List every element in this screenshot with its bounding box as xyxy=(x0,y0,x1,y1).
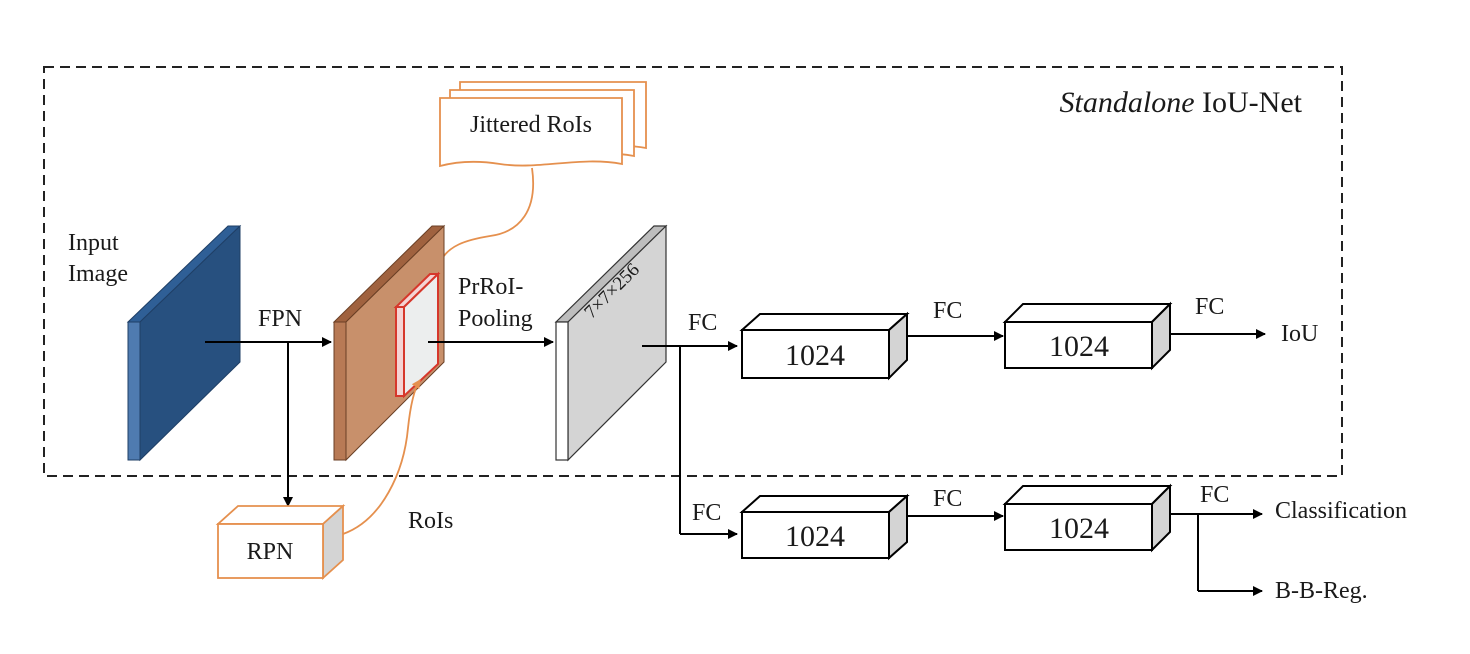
cls-fc-block-1 xyxy=(739,493,910,561)
jittered-rois-stack xyxy=(439,81,647,168)
rpn-box xyxy=(215,503,346,581)
standalone-boundary xyxy=(43,66,1343,477)
fc-label-6: FC xyxy=(1200,482,1229,508)
input-image-label-2: Image xyxy=(68,261,128,287)
classification-output-label: Classification xyxy=(1275,498,1407,524)
prroi-label-2: Pooling xyxy=(458,306,533,332)
rpn-label: RPN xyxy=(247,539,294,565)
fc-label-4: FC xyxy=(692,500,721,526)
fc-label-1: FC xyxy=(688,310,717,336)
input-image-label: Input xyxy=(68,230,119,256)
fc-label-2: FC xyxy=(933,298,962,324)
jittered-rois-label: Jittered RoIs xyxy=(470,112,592,138)
cls-fc-block-2 xyxy=(1002,483,1173,553)
boundary-title: Standalone IoU-Net xyxy=(1060,86,1303,119)
pooled-feature-slab xyxy=(554,224,668,462)
roi-box xyxy=(393,271,441,399)
iou-fc-block-2 xyxy=(1002,301,1173,371)
cls-block-1-label: 1024 xyxy=(785,520,845,553)
prroi-label-1: PrRoI- xyxy=(458,274,523,300)
iou-fc-block-1 xyxy=(739,311,910,381)
fc-label-3: FC xyxy=(1195,294,1224,320)
rois-connector xyxy=(342,379,421,535)
iou-block-1-label: 1024 xyxy=(785,339,845,372)
rois-label: RoIs xyxy=(408,508,453,534)
cls-block-2-label: 1024 xyxy=(1049,512,1109,545)
input-image-slab xyxy=(126,224,242,462)
fc-label-5: FC xyxy=(933,486,962,512)
bbreg-output-label: B-B-Reg. xyxy=(1275,578,1368,604)
iou-output-label: IoU xyxy=(1281,321,1318,347)
jittered-connector xyxy=(439,167,534,263)
iou-block-2-label: 1024 xyxy=(1049,330,1109,363)
fpn-label: FPN xyxy=(258,306,302,332)
